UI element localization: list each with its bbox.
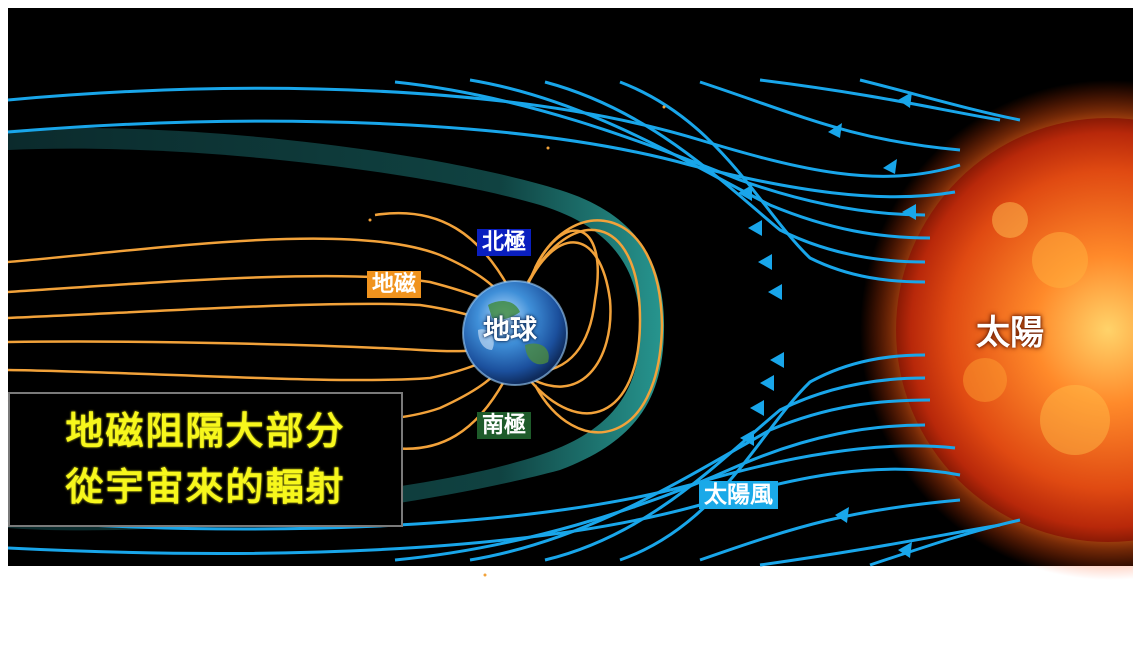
earth-icon xyxy=(462,280,568,386)
caption-box: 地磁阻隔大部分 從宇宙來的輻射 xyxy=(8,392,403,527)
earth-label: 地球 xyxy=(483,315,537,346)
solar-wind-lines xyxy=(7,78,1021,567)
caption-line-2: 從宇宙來的輻射 xyxy=(65,464,346,509)
sun-label: 太陽 xyxy=(976,313,1044,353)
caption-line-1: 地磁阻隔大部分 xyxy=(65,408,346,453)
solar-wind-arrows xyxy=(738,92,916,558)
sun-icon xyxy=(860,80,1133,580)
geomagnetism-label: 地磁 xyxy=(367,271,422,298)
solar-wind-label: 太陽風 xyxy=(699,481,778,509)
north-pole-label: 北極 xyxy=(477,229,532,256)
south-pole-label: 南極 xyxy=(477,412,532,439)
star-dots xyxy=(368,105,666,577)
